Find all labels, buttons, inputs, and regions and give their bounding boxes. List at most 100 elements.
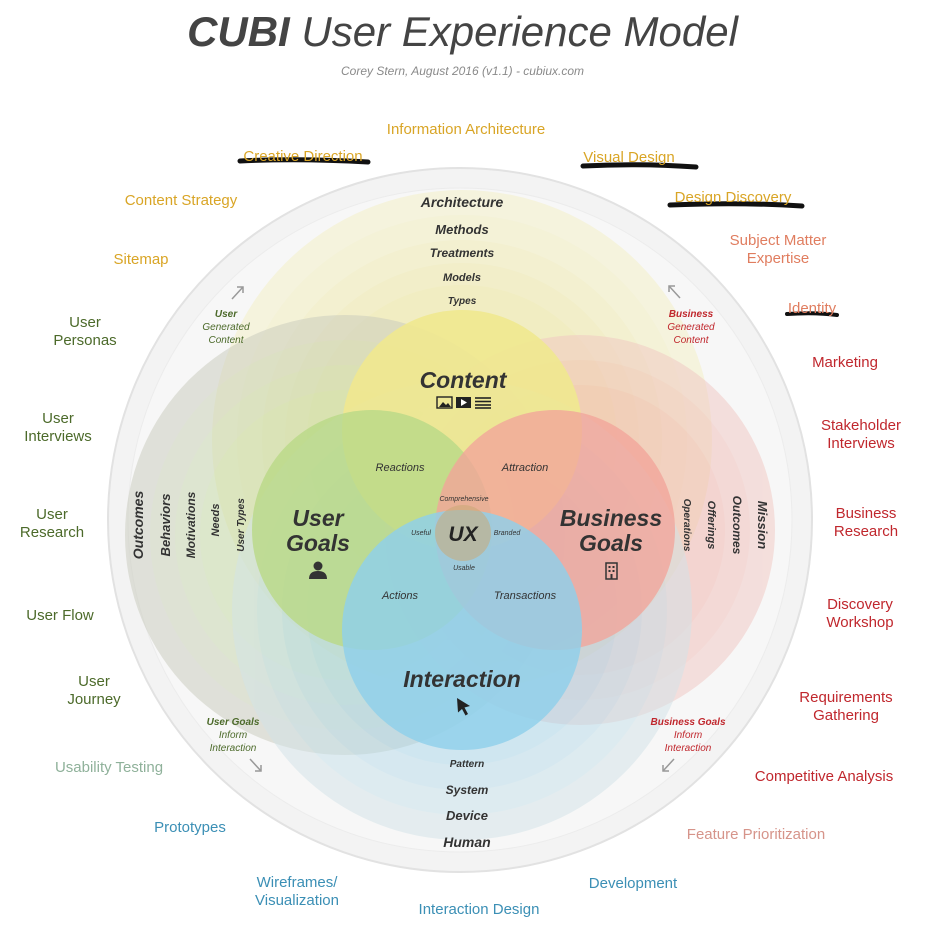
usable-label: Usable bbox=[453, 565, 475, 572]
ugi-note-2: Inform bbox=[219, 730, 247, 741]
business-goals-label-1: Business bbox=[560, 505, 662, 531]
bgi-note-2: Inform bbox=[674, 730, 702, 741]
attraction-label: Attraction bbox=[501, 462, 548, 474]
content-label: Content bbox=[420, 367, 508, 393]
user-goals-label-2: Goals bbox=[286, 530, 350, 556]
label-stakeholder-1: Stakeholder bbox=[821, 417, 901, 434]
video-play bbox=[461, 399, 467, 406]
business-layer-operations: Operations bbox=[681, 499, 692, 552]
image-icon-mountain bbox=[439, 402, 451, 407]
interaction-label: Interaction bbox=[403, 666, 521, 692]
interaction-layer-human: Human bbox=[443, 834, 490, 850]
marker-design-discovery bbox=[667, 201, 805, 209]
label-development: Development bbox=[589, 875, 678, 892]
content-layer-models: Models bbox=[443, 272, 481, 284]
label-creative-direction: Creative Direction bbox=[243, 148, 362, 165]
label-research-2: Research bbox=[20, 524, 84, 541]
person-icon bbox=[309, 561, 327, 579]
label-information-architecture: Information Architecture bbox=[387, 121, 545, 138]
marker-visual-design bbox=[580, 162, 699, 170]
label-requirements-2: Gathering bbox=[813, 707, 879, 724]
label-biz-research-1: Business bbox=[836, 505, 897, 522]
branded-label: Branded bbox=[494, 530, 522, 537]
label-visual-design: Visual Design bbox=[583, 149, 674, 166]
label-sme-1: Subject Matter bbox=[730, 232, 827, 249]
label-sitemap: Sitemap bbox=[113, 251, 168, 268]
arrow-icon-bgc bbox=[668, 285, 681, 299]
bgc-note-1: Business bbox=[669, 309, 714, 320]
bgc-note-3: Content bbox=[673, 335, 709, 346]
label-identity: Identity bbox=[788, 300, 837, 317]
ugi-note-3: Interaction bbox=[210, 743, 257, 754]
label-wireframes-2: Visualization bbox=[255, 892, 339, 909]
ux-center bbox=[435, 505, 491, 561]
arrow-icon-ugc bbox=[231, 286, 244, 300]
label-interviews-2: Interviews bbox=[24, 428, 92, 445]
label-design-discovery: Design Discovery bbox=[675, 189, 792, 206]
interaction-layer-system: System bbox=[446, 783, 489, 797]
business-layer-outcomes: Outcomes bbox=[730, 496, 744, 555]
label-usability-testing: Usability Testing bbox=[55, 759, 163, 776]
ux-label: UX bbox=[448, 523, 479, 546]
interaction-circle bbox=[342, 510, 582, 750]
label-journey-1: User bbox=[78, 673, 110, 690]
user-layer-outcomes: Outcomes bbox=[130, 491, 146, 560]
label-prototypes: Prototypes bbox=[154, 819, 226, 836]
label-research-1: User bbox=[36, 506, 68, 523]
bgi-note-1: Business Goals bbox=[650, 717, 725, 728]
ugc-note-3: Content bbox=[208, 335, 244, 346]
transactions-label: Transactions bbox=[494, 590, 557, 602]
content-icons bbox=[436, 396, 491, 409]
marker-creative-direction bbox=[237, 157, 371, 165]
label-journey-2: Journey bbox=[67, 691, 121, 708]
arrow-icon-bgi bbox=[662, 758, 675, 772]
business-layer-offerings: Offerings bbox=[705, 501, 717, 550]
content-layer-treatments: Treatments bbox=[430, 246, 495, 260]
label-discovery-2: Workshop bbox=[826, 614, 893, 631]
page-title: CUBI User Experience Model bbox=[0, 8, 925, 56]
text-icon bbox=[475, 397, 491, 409]
cursor-icon bbox=[457, 698, 470, 716]
business-layer-mission: Mission bbox=[755, 501, 770, 549]
comprehensive-label: Comprehensive bbox=[439, 496, 488, 503]
title-bold: CUBI bbox=[187, 8, 290, 55]
useful-label: Useful bbox=[411, 530, 431, 537]
user-layer-user-types: User Types bbox=[236, 498, 247, 552]
label-personas-1: User bbox=[69, 314, 101, 331]
bgi-note-3: Interaction bbox=[665, 743, 712, 754]
label-interviews-1: User bbox=[42, 410, 74, 427]
label-personas-2: Personas bbox=[53, 332, 116, 349]
image-icon bbox=[436, 396, 453, 409]
user-goals-label-1: User bbox=[292, 505, 344, 531]
ugc-note-1: User bbox=[215, 309, 238, 320]
label-feature-prioritization: Feature Prioritization bbox=[687, 826, 825, 843]
label-competitive-analysis: Competitive Analysis bbox=[755, 768, 893, 785]
ugi-note-1: User Goals bbox=[207, 717, 260, 728]
interaction-layer-pattern: Pattern bbox=[450, 759, 484, 770]
label-stakeholder-2: Interviews bbox=[827, 435, 895, 452]
interaction-layer-device: Device bbox=[446, 808, 488, 823]
content-layer-types: Types bbox=[448, 296, 477, 307]
subtitle: Corey Stern, August 2016 (v1.1) - cubiux… bbox=[341, 64, 584, 78]
label-discovery-1: Discovery bbox=[827, 596, 893, 613]
content-layer-architecture: Architecture bbox=[420, 194, 504, 210]
label-requirements-1: Requirements bbox=[799, 689, 892, 706]
actions-label: Actions bbox=[381, 590, 419, 602]
label-marketing: Marketing bbox=[812, 354, 878, 371]
label-sme-2: Expertise bbox=[747, 250, 810, 267]
arrow-icon-ugi bbox=[249, 758, 262, 772]
marker-identity bbox=[785, 311, 839, 317]
ugc-note-2: Generated bbox=[202, 322, 250, 333]
label-user-flow: User Flow bbox=[26, 607, 94, 624]
user-layer-needs: Needs bbox=[210, 503, 222, 536]
user-layer-behaviors: Behaviors bbox=[158, 494, 173, 557]
content-layer-methods: Methods bbox=[435, 222, 488, 237]
building-icon bbox=[605, 562, 618, 580]
label-wireframes-1: Wireframes/ bbox=[257, 874, 339, 891]
business-goals-label-2: Goals bbox=[579, 530, 643, 556]
bgc-note-2: Generated bbox=[667, 322, 715, 333]
reactions-label: Reactions bbox=[376, 462, 425, 474]
label-content-strategy: Content Strategy bbox=[125, 192, 238, 209]
